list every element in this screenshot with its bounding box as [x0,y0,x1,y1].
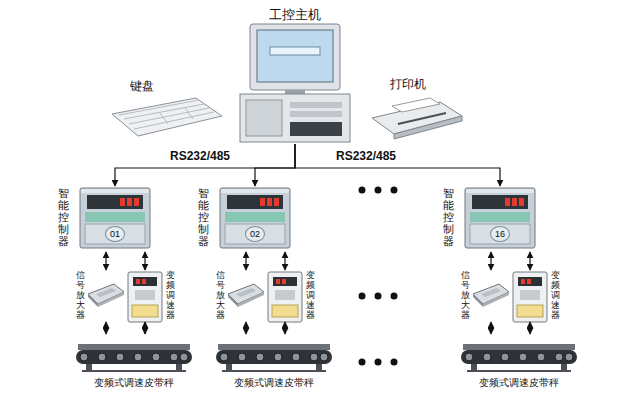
art-part [185,108,193,119]
signal-amplifier: 信号放大器 [216,270,266,322]
art-part [134,112,214,129]
device-label: 变频调速器 [306,271,315,320]
frequency-inverter: 变频调速器 [511,270,567,322]
device-label: 智能控制器 [198,187,209,247]
art-part [394,116,462,139]
art-part [160,113,168,124]
device-label: 打印机 [390,76,426,93]
art-part [391,293,398,300]
keyboard: 键盘 [108,78,222,138]
column-16-art [461,188,577,372]
art-part [285,90,305,94]
art-part [250,24,340,90]
art-part [359,293,366,300]
art-part [473,284,509,307]
signal-amplifier: 信号放大器 [461,270,511,322]
art-part [88,284,124,307]
frequency-inverter: 变频调速器 [126,270,182,322]
device-label: 信号放大器 [216,271,225,320]
art-part [76,344,192,372]
art-part [290,111,342,117]
belt-scale: 变频式调速皮带秤 [212,334,336,392]
connector [529,322,530,334]
keyboard-art [112,98,222,136]
art-part [270,47,320,55]
art-part [465,188,535,248]
smart-controller: 智能控制器 16 [443,186,539,252]
belt-scale: 变频式调速皮带秤 [72,334,196,392]
art-part [392,98,440,112]
art-part [359,187,366,194]
art-part [228,284,264,307]
connector [144,252,145,270]
device-label: 变频调速器 [166,271,175,320]
connector [245,252,246,270]
art-part [290,122,342,136]
device-label: 信号放大器 [76,271,85,320]
connector [105,322,106,334]
art-part [246,100,282,136]
art-part [375,293,382,300]
art-part [391,187,398,194]
art-part [391,359,398,366]
printer: 打印机 [370,76,462,138]
column-01-art [76,188,192,372]
connector [144,322,145,334]
connector [284,252,285,270]
frequency-inverter: 变频调速器 [266,270,322,322]
art-part [398,113,446,124]
art-part [240,94,350,142]
art-part [112,98,222,136]
device-label: 智能控制器 [443,187,454,247]
connector [105,252,106,270]
ellipsis-dots [359,187,398,366]
connector [490,252,491,270]
callout-number: 01 [105,226,125,242]
art-part [290,102,342,108]
device-label: 工控主机 [269,6,321,24]
art-part [513,272,547,322]
art-part [375,187,382,194]
column-02-art [216,188,332,372]
industrial-pc-art [240,24,350,142]
device-label: 键盘 [130,78,154,95]
smart-controller: 智能控制器 02 [198,186,294,252]
art-part [216,344,332,372]
belt-scale: 变频式调速皮带秤 [457,334,581,392]
bus-label: RS232/485 [334,149,398,163]
device-label: 变频式调速皮带秤 [479,376,559,390]
connector [115,144,295,186]
connector [490,322,491,334]
art-part [268,272,302,322]
device-label: 信号放大器 [461,271,470,320]
bus-label: RS232/485 [168,149,232,163]
signal-amplifier: 信号放大器 [76,270,126,322]
callout-number: 16 [490,226,510,242]
printer-art [372,98,462,139]
device-label: 变频式调速皮带秤 [234,376,314,390]
art-part [359,359,366,366]
connector [255,144,295,186]
callout-number: 02 [245,226,265,242]
connector [245,322,246,334]
connector [529,252,530,270]
connector [295,144,500,186]
smart-controller: 智能控制器 01 [58,186,154,252]
industrial-pc: 工控主机 [232,4,358,144]
art-part [220,188,290,248]
device-label: 变频式调速皮带秤 [94,376,174,390]
art-part [461,344,577,372]
device-label: 变频调速器 [551,271,560,320]
art-part [80,188,150,248]
art-part [257,30,333,82]
connector [284,322,285,334]
device-label: 智能控制器 [58,187,69,247]
art-part [375,359,382,366]
art-part [128,272,162,322]
